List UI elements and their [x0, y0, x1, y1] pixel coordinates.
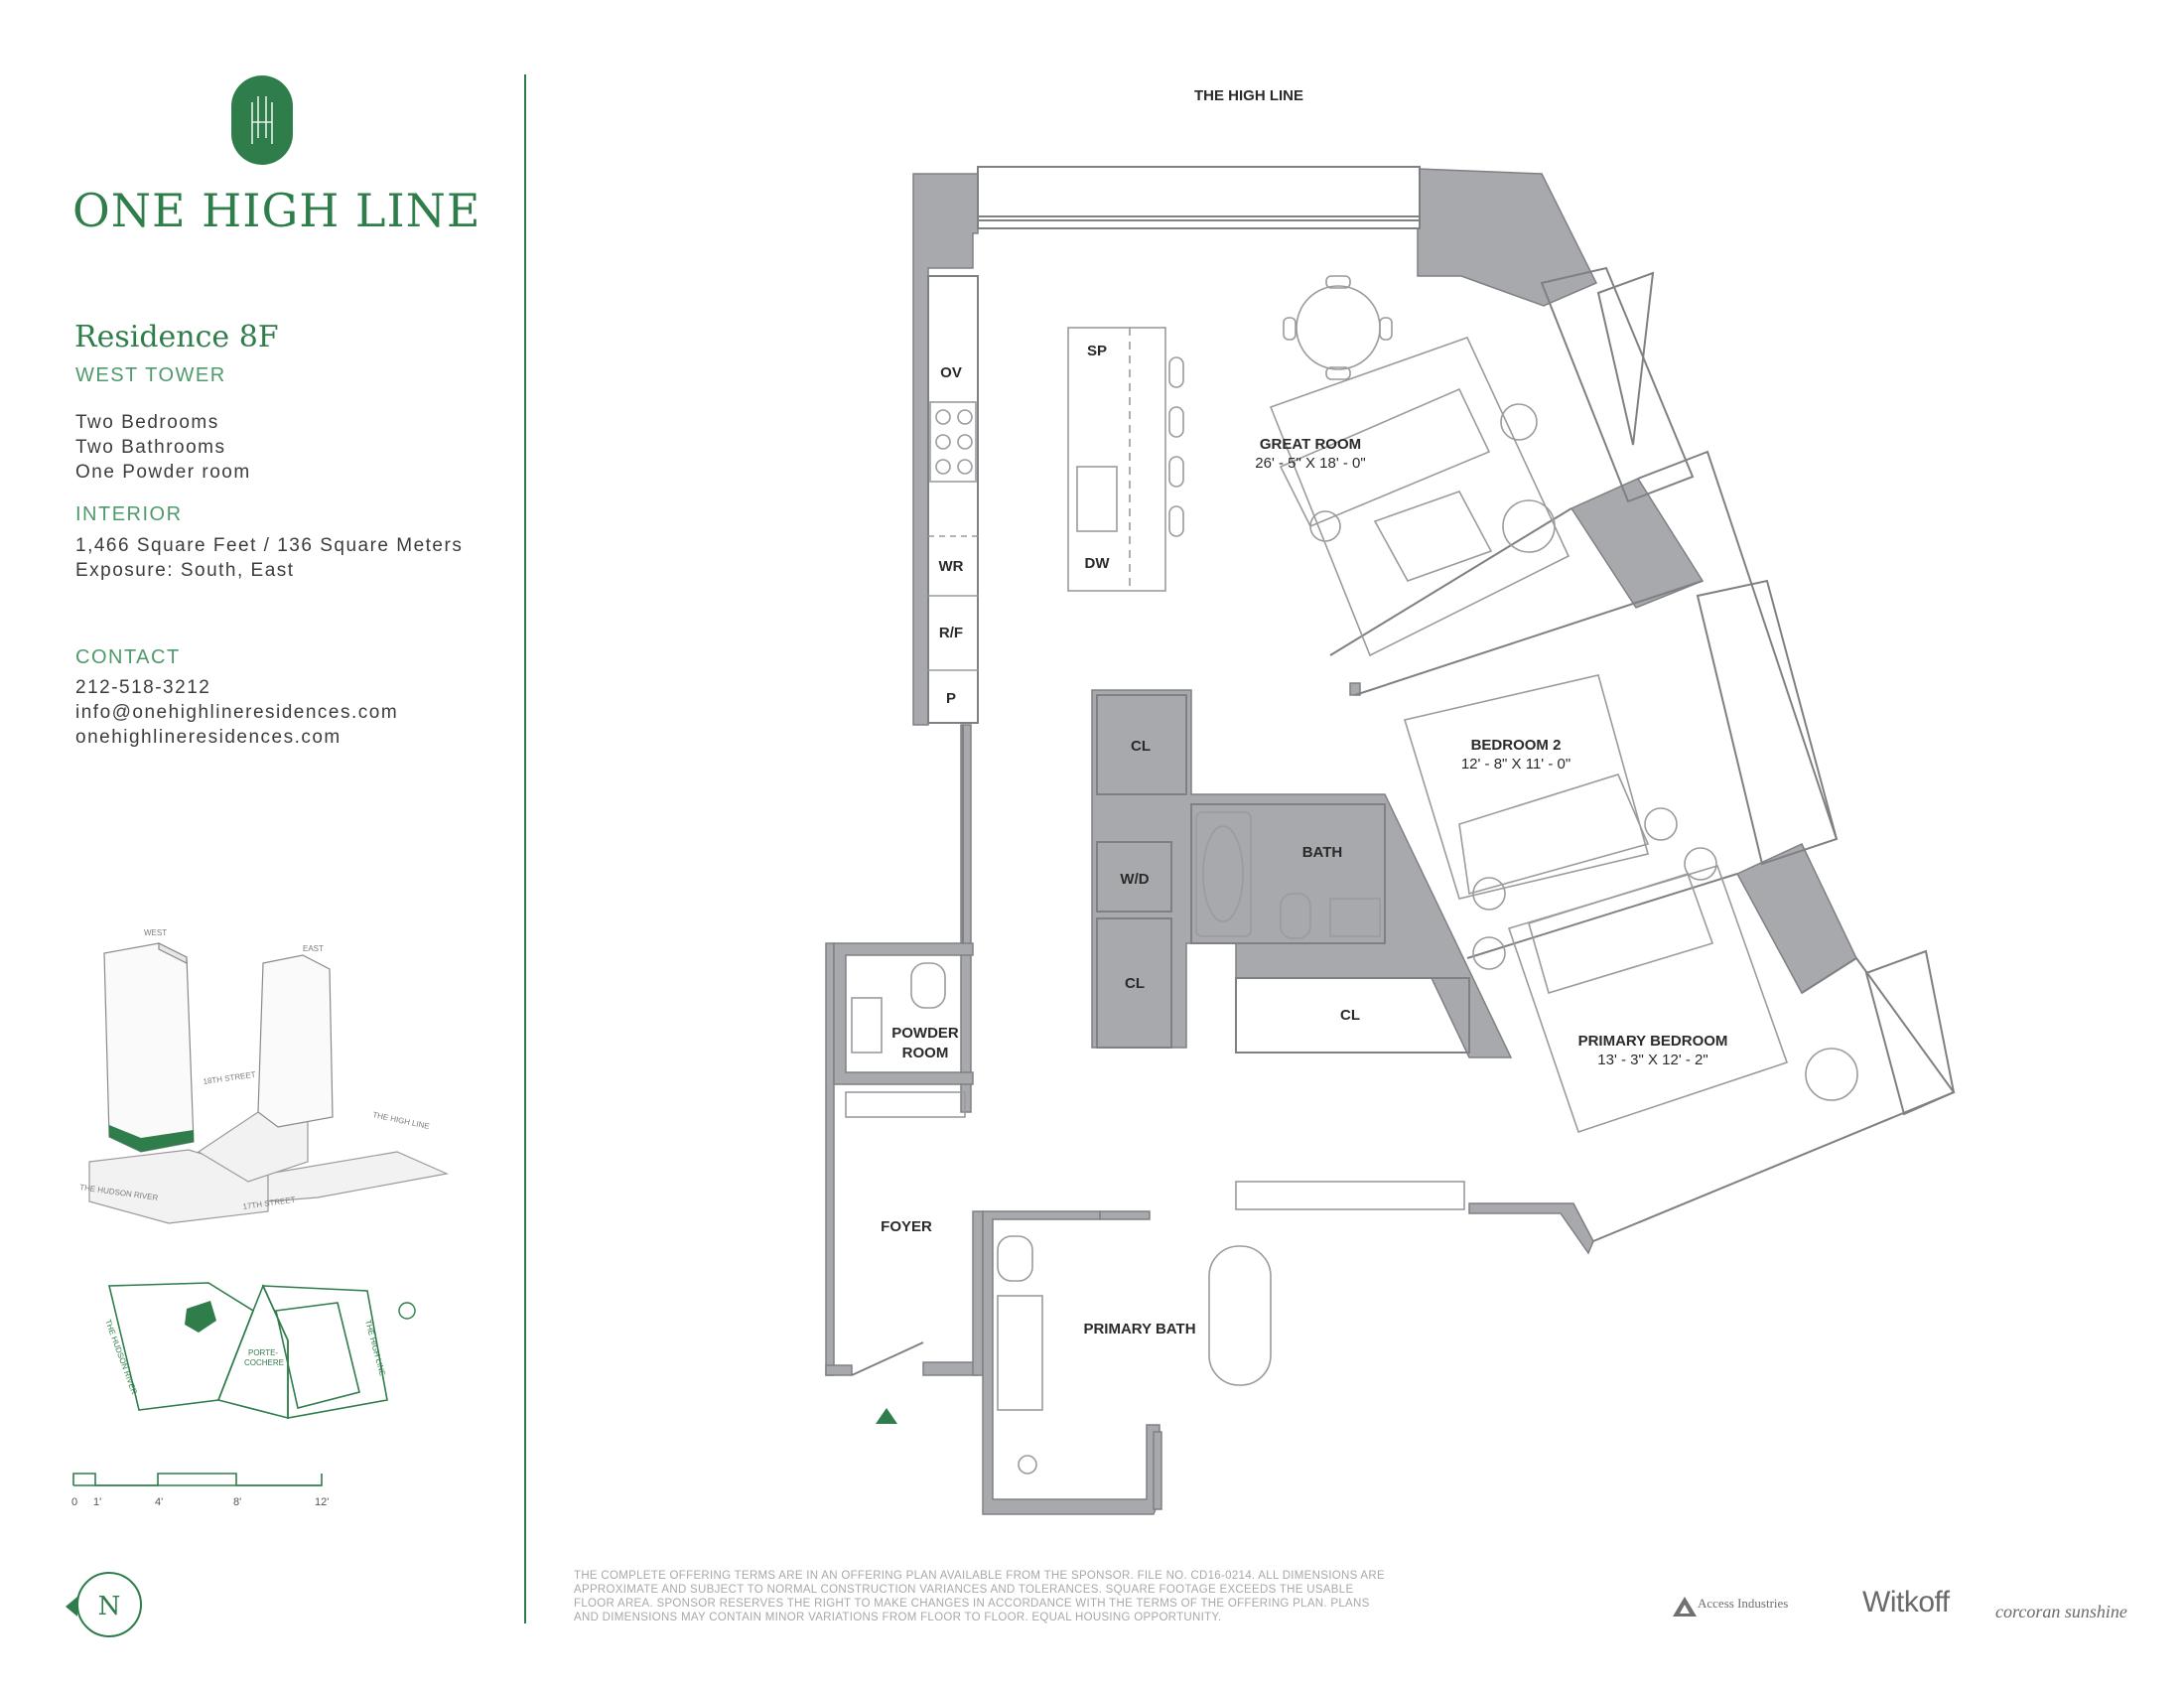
- label-pantry: P: [946, 690, 956, 707]
- label-washer-dryer: W/D: [1120, 871, 1149, 888]
- feature-bathrooms: Two Bathrooms: [75, 437, 226, 458]
- label-primary-bath: PRIMARY BATH: [1083, 1321, 1195, 1337]
- witkoff-logo: Witkoff: [1862, 1586, 1950, 1618]
- plan-outlines: [851, 166, 1956, 1376]
- site-high-line-label: THE HIGH LINE: [363, 1319, 387, 1377]
- partner-logos: Access Industries Witkoff corcoran sunsh…: [1673, 1584, 2144, 1643]
- label-foyer: FOYER: [881, 1218, 932, 1235]
- powder-room-line-2: ROOM: [902, 1045, 949, 1061]
- access-industries-logo: Access Industries: [1698, 1596, 1789, 1611]
- furniture: [845, 275, 1858, 1475]
- primary-bedroom-name: PRIMARY BEDROOM: [1578, 1033, 1728, 1050]
- compass-n-label: N: [98, 1592, 121, 1621]
- access-industries-logo-icon: [1673, 1597, 1697, 1617]
- site-cochere-label: COCHERE: [244, 1358, 284, 1367]
- residence-title: Residence 8F: [74, 320, 279, 354]
- axo-high-line-label: THE HIGH LINE: [372, 1110, 431, 1131]
- site-porte-label: PORTE-: [248, 1348, 278, 1357]
- label-sink-prep: SP: [1087, 343, 1107, 359]
- label-dishwasher: DW: [1085, 555, 1111, 572]
- building-axonometric-diagram: WEST EAST 18TH STREET THE HIGH LINE THE …: [79, 928, 450, 1224]
- label-wine-refrigerator: WR: [939, 558, 964, 575]
- scale-bar: 0 1' 4' 8' 12': [71, 1473, 329, 1508]
- floor-plan: THE HIGH LINE: [825, 87, 1956, 1515]
- scale-label-1: 1': [93, 1496, 101, 1508]
- great-room-name: GREAT ROOM: [1260, 436, 1361, 453]
- brand-name: ONE HIGH LINE: [72, 184, 481, 237]
- label-oven: OV: [940, 364, 962, 381]
- one-high-line-logo-icon: [231, 75, 293, 165]
- axo-18th-street-label: 18TH STREET: [203, 1070, 256, 1086]
- feature-powder-room: One Powder room: [75, 462, 251, 483]
- primary-bedroom-dims: 13' - 3" X 12' - 2": [1597, 1052, 1707, 1068]
- great-room-dims: 26' - 5" X 18' - 0": [1255, 455, 1365, 472]
- tower-label: WEST TOWER: [75, 364, 226, 386]
- axo-east-label: EAST: [303, 944, 324, 953]
- label-closet-1: CL: [1131, 738, 1151, 755]
- interior-area: 1,466 Square Feet / 136 Square Meters: [75, 535, 464, 556]
- powder-room-line-1: POWDER: [891, 1025, 959, 1042]
- legal-disclaimer: THE COMPLETE OFFERING TERMS ARE IN AN OF…: [574, 1570, 1385, 1623]
- bedroom-2-name: BEDROOM 2: [1471, 737, 1562, 754]
- interior-exposure: Exposure: South, East: [75, 560, 295, 581]
- north-compass-icon: N: [66, 1572, 142, 1637]
- room-labels: OV WR R/F P SP DW GREAT ROOM 26' - 5" X …: [881, 343, 1727, 1337]
- site-plan-map: THE HUDSON RIVER PORTE- COCHERE THE HIGH…: [103, 1282, 416, 1420]
- interior-heading: INTERIOR: [75, 503, 183, 525]
- sidebar: ONE HIGH LINE Residence 8F WEST TOWER Tw…: [0, 0, 526, 1688]
- label-refrigerator-freezer: R/F: [939, 625, 963, 641]
- axo-west-label: WEST: [144, 928, 167, 937]
- label-bath: BATH: [1302, 844, 1343, 861]
- label-closet-2: CL: [1125, 975, 1145, 992]
- entry-arrow-icon: [876, 1408, 897, 1424]
- feature-bedrooms: Two Bedrooms: [75, 412, 219, 433]
- scale-label-4: 4': [155, 1496, 163, 1508]
- bedroom-2-dims: 12' - 8" X 11' - 0": [1461, 756, 1570, 773]
- contact-website[interactable]: onehighlineresidences.com: [75, 727, 341, 748]
- corcoran-sunshine-logo: corcoran sunshine: [1995, 1602, 2127, 1621]
- scale-label-8: 8': [233, 1496, 241, 1508]
- walls: [825, 168, 1857, 1515]
- sidebar-divider: [524, 74, 526, 1623]
- contact-phone[interactable]: 212-518-3212: [75, 677, 211, 698]
- site-hudson-label: THE HUDSON RIVER: [103, 1319, 139, 1396]
- label-closet-3: CL: [1340, 1007, 1360, 1024]
- scale-label-12: 12': [315, 1496, 329, 1508]
- contact-heading: CONTACT: [75, 646, 181, 668]
- plan-high-line-label: THE HIGH LINE: [1194, 87, 1303, 104]
- scale-label-0: 0: [71, 1496, 77, 1508]
- contact-email[interactable]: info@onehighlineresidences.com: [75, 702, 399, 723]
